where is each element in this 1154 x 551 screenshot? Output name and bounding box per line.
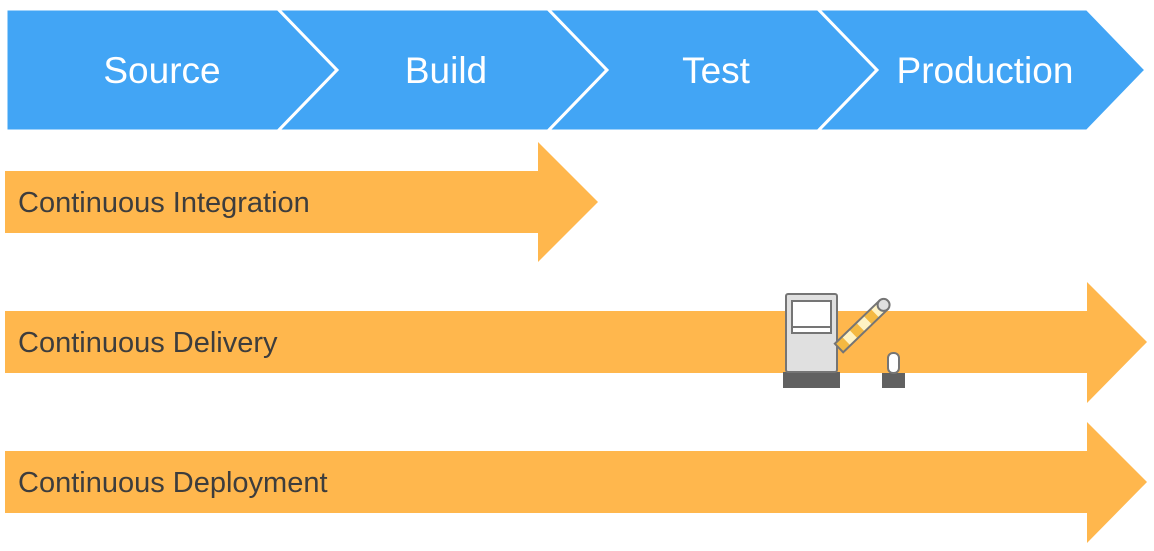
gate-booth-window	[791, 300, 832, 328]
stage-labels: Source Build Test Production	[103, 50, 1073, 91]
label-continuous-delivery: Continuous Delivery	[18, 327, 278, 359]
label-continuous-integration: Continuous Integration	[18, 187, 310, 219]
gate-booth-sill	[791, 326, 832, 334]
arrow-continuous-delivery	[5, 282, 1147, 403]
stage-label-source: Source	[103, 50, 220, 91]
gate-booth-base	[783, 372, 840, 388]
pipeline-arrows	[5, 142, 1147, 543]
gate-barrier-arm	[833, 297, 891, 354]
stage-label-build: Build	[405, 50, 487, 91]
barrier-gate-icon	[783, 293, 905, 388]
gate-post	[887, 352, 900, 374]
label-continuous-deployment: Continuous Deployment	[18, 467, 328, 499]
arrow-continuous-deployment	[5, 422, 1147, 543]
stage-label-test: Test	[682, 50, 751, 91]
arrow-continuous-integration	[5, 142, 598, 262]
stage-chevrons	[4, 7, 1149, 133]
pipeline-labels: Continuous Integration Continuous Delive…	[18, 187, 328, 499]
stage-label-production: Production	[897, 50, 1074, 91]
gate-post-base	[882, 373, 905, 388]
stage-chevron-production	[814, 7, 1149, 133]
